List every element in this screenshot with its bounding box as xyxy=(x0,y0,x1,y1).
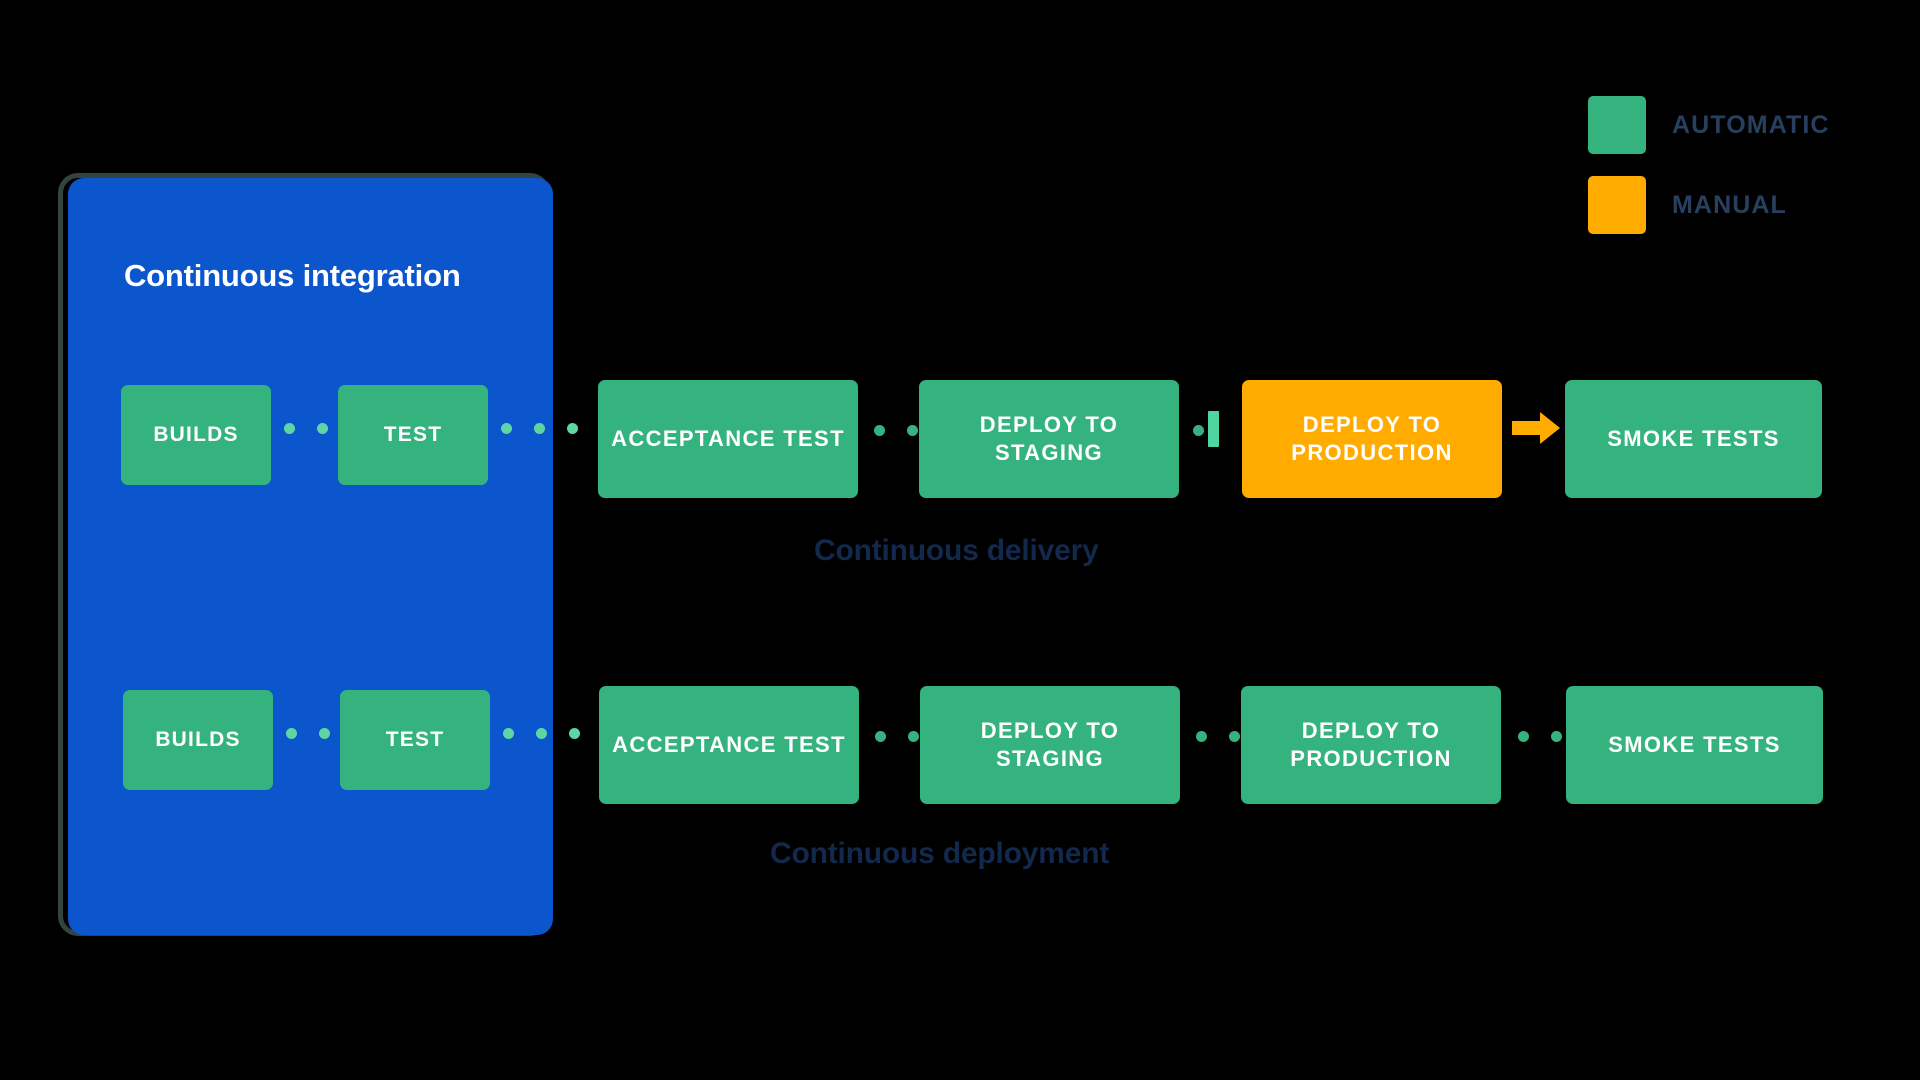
arrow-shaft xyxy=(1512,421,1540,435)
connector-dot xyxy=(319,727,330,739)
connector-dot xyxy=(1196,730,1207,742)
connector-dot xyxy=(284,422,295,434)
connector-dot xyxy=(908,730,919,742)
stage-deploy-to-staging-delivery[interactable]: DEPLOY TO STAGING xyxy=(919,380,1179,498)
stage-test-deployment[interactable]: TEST xyxy=(340,690,490,790)
caption-continuous-deployment: Continuous deployment xyxy=(770,837,1110,870)
connector-dot xyxy=(569,727,580,739)
legend-item-automatic: AUTOMATIC xyxy=(1588,85,1830,165)
stage-smoke-tests-deployment[interactable]: SMOKE TESTS xyxy=(1566,686,1823,804)
legend-item-manual: MANUAL xyxy=(1588,165,1830,245)
stage-acceptance-test-delivery[interactable]: ACCEPTANCE TEST xyxy=(598,380,858,498)
connector-dot xyxy=(501,422,512,434)
legend-label-automatic: AUTOMATIC xyxy=(1672,110,1830,139)
connector-dot xyxy=(1193,424,1204,436)
arrow-production-to-smoke-tests xyxy=(1512,412,1560,444)
connector-dot xyxy=(907,424,918,436)
connector-dot xyxy=(1551,730,1562,742)
stage-deploy-to-production-deployment[interactable]: DEPLOY TO PRODUCTION xyxy=(1241,686,1501,804)
legend-label-manual: MANUAL xyxy=(1672,190,1787,219)
connector-dot xyxy=(1229,730,1240,742)
stage-deploy-to-staging-deployment[interactable]: DEPLOY TO STAGING xyxy=(920,686,1180,804)
connector-test-to-acceptance-delivery xyxy=(501,421,611,435)
stage-acceptance-test-deployment[interactable]: ACCEPTANCE TEST xyxy=(599,686,859,804)
legend-swatch-manual xyxy=(1588,176,1646,234)
connector-dot xyxy=(503,727,514,739)
stage-deploy-to-production-delivery[interactable]: DEPLOY TO PRODUCTION xyxy=(1242,380,1502,498)
ci-panel-title: Continuous integration xyxy=(124,258,461,293)
ci-panel xyxy=(68,178,553,935)
stage-builds-delivery[interactable]: BUILDS xyxy=(121,385,271,485)
stage-test-delivery[interactable]: TEST xyxy=(338,385,488,485)
connector-dot xyxy=(536,727,547,739)
connector-dot xyxy=(534,422,545,434)
legend: AUTOMATIC MANUAL xyxy=(1588,85,1830,245)
caption-continuous-delivery: Continuous delivery xyxy=(814,534,1099,567)
manual-gate-bar xyxy=(1208,411,1219,447)
connector-test-to-acceptance-deployment xyxy=(503,726,613,740)
connector-dot xyxy=(567,422,578,434)
stage-builds-deployment[interactable]: BUILDS xyxy=(123,690,273,790)
connector-dot xyxy=(317,422,328,434)
legend-swatch-automatic xyxy=(1588,96,1646,154)
connector-dot xyxy=(1518,730,1529,742)
connector-dot xyxy=(874,424,885,436)
connector-dot xyxy=(875,730,886,742)
arrow-head xyxy=(1540,412,1560,444)
stage-smoke-tests-delivery[interactable]: SMOKE TESTS xyxy=(1565,380,1822,498)
connector-dot xyxy=(286,727,297,739)
connector-staging-to-production-delivery xyxy=(1193,423,1204,437)
